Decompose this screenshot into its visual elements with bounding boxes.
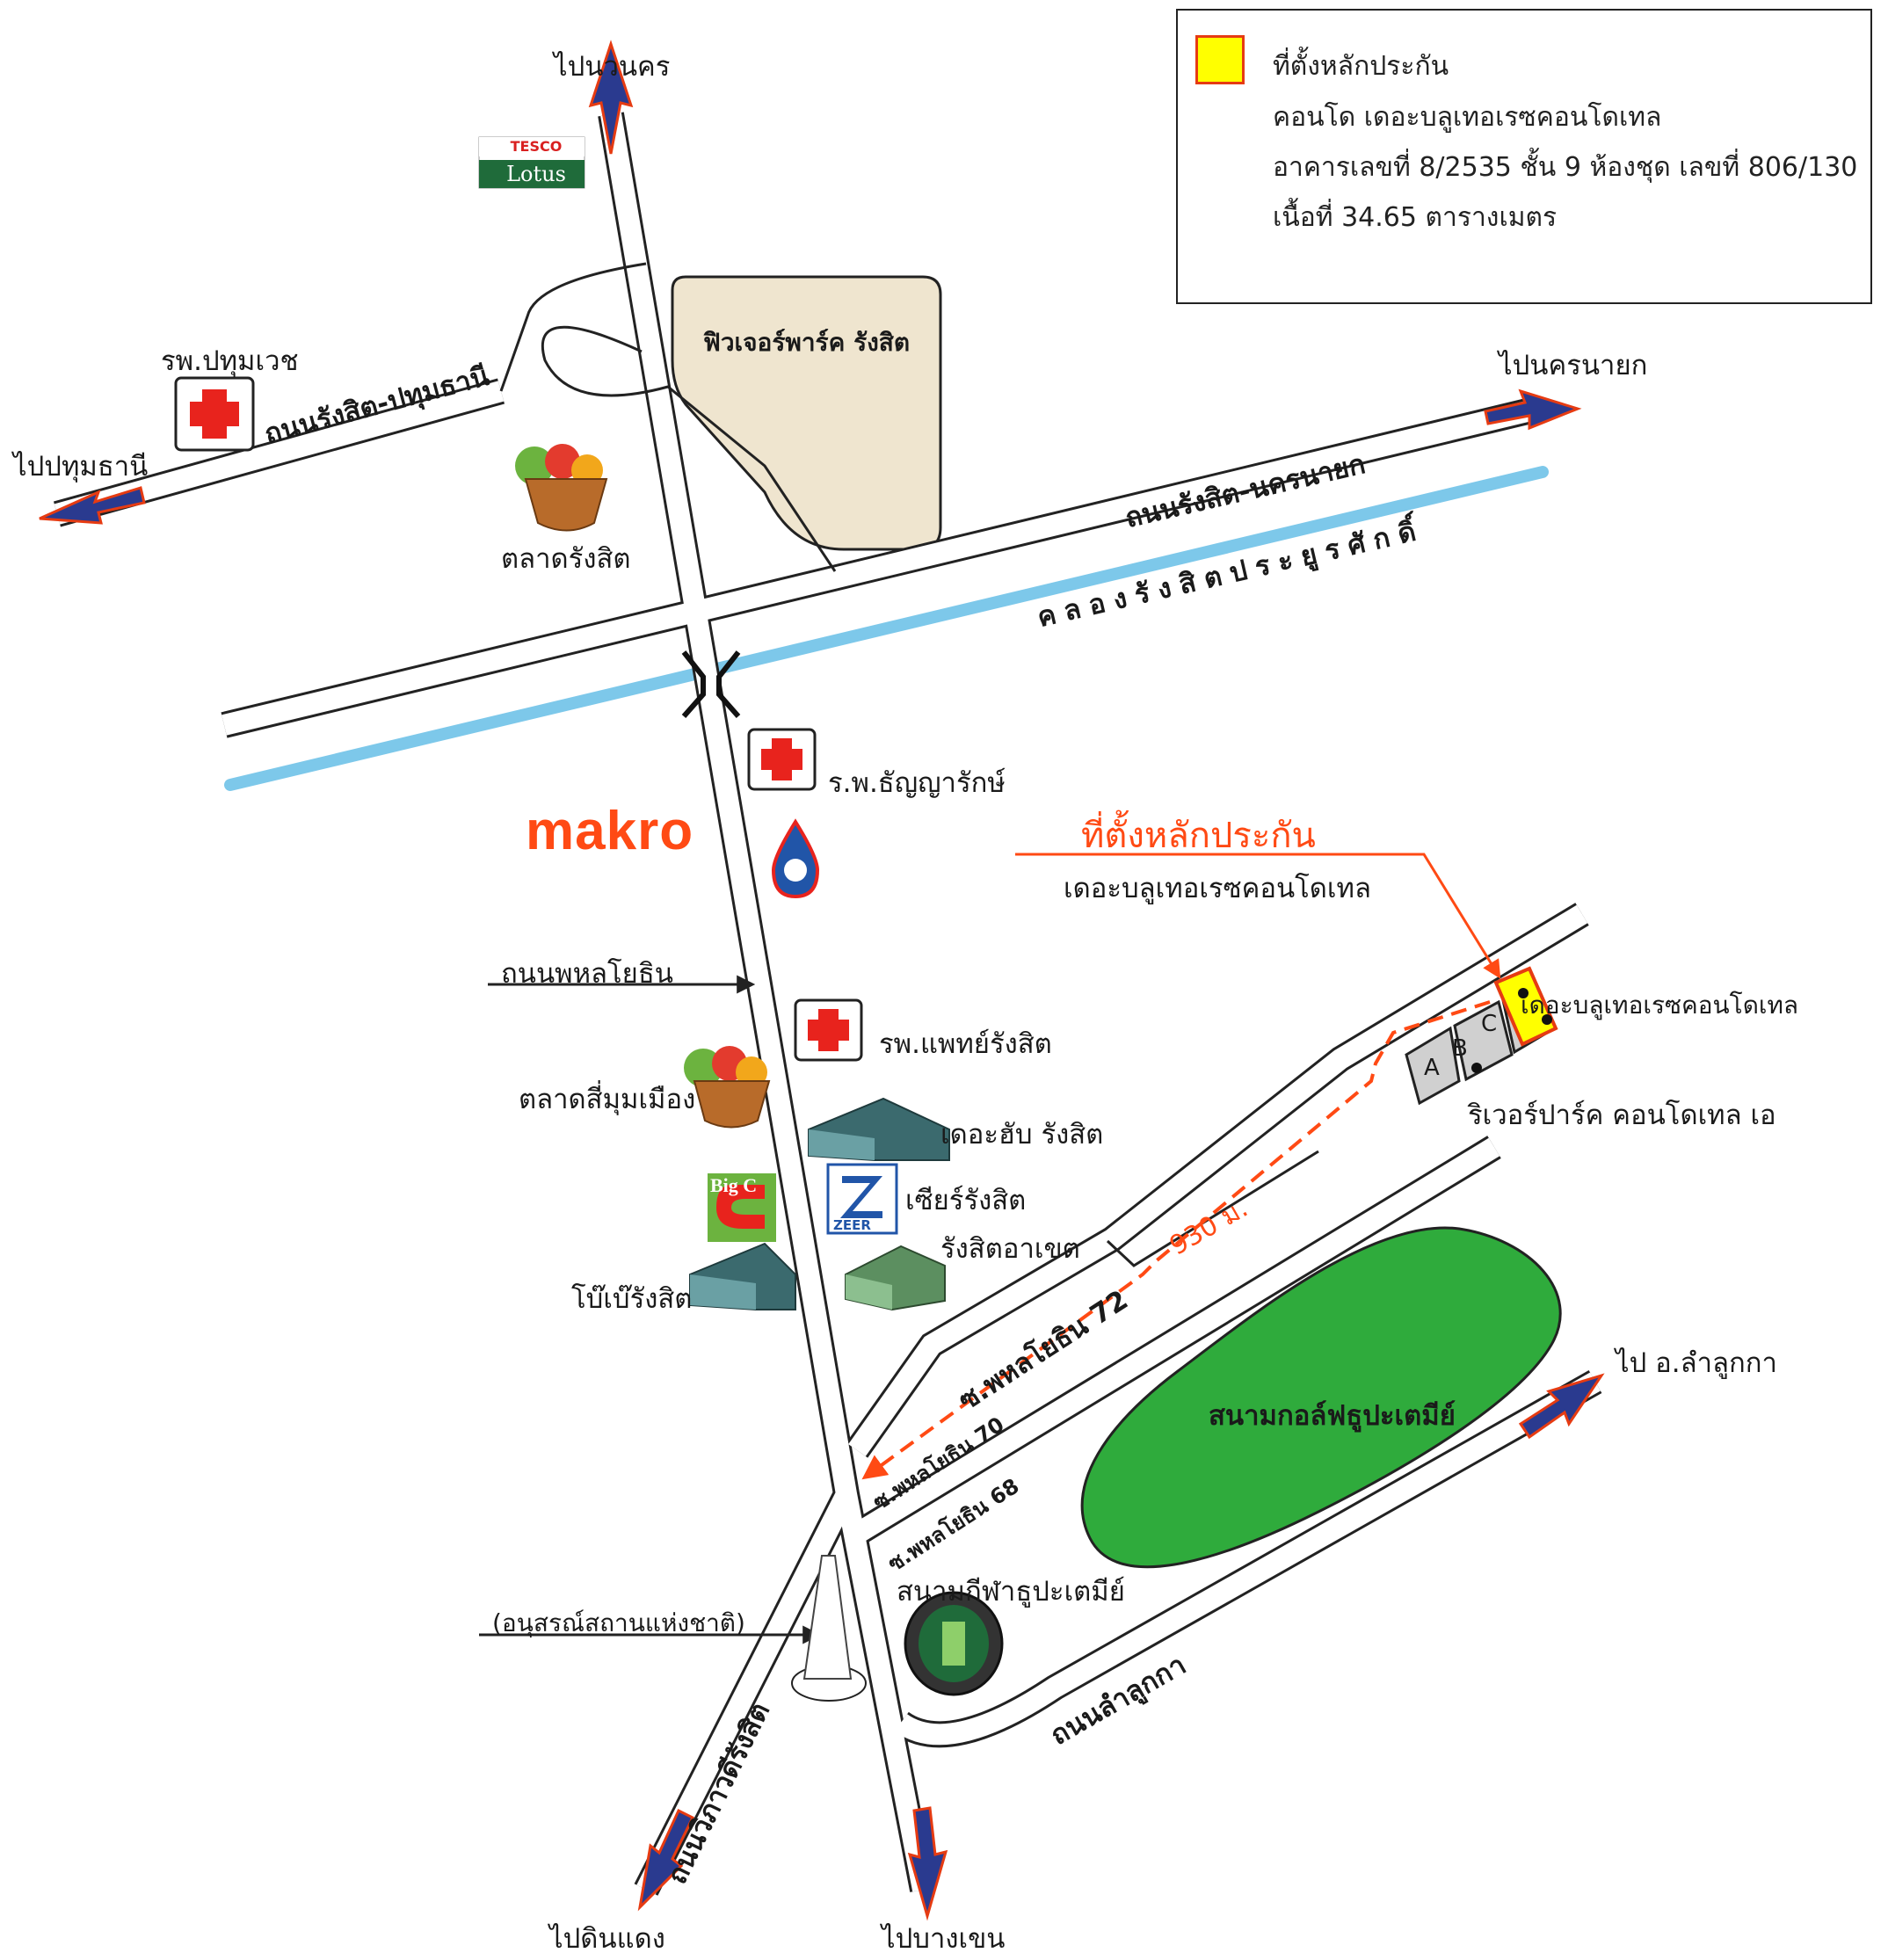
label-bobae: โบ๊เบ๊รังสิต <box>571 1283 693 1315</box>
monument-icon <box>791 1555 867 1702</box>
canal <box>224 466 1549 791</box>
label-to-dindaeng: ไปดินแดง <box>549 1923 665 1955</box>
market-icon-rangsit <box>515 444 608 532</box>
label-pathumwet: รพ.ปทุมเวช <box>161 345 299 377</box>
label-to-nakhonnayok: ไปนครนายก <box>1499 350 1648 381</box>
label-golf-course: สนามกอล์ฟธูปะเตมีย์ <box>1209 1400 1456 1432</box>
big-c-logo <box>708 1173 776 1242</box>
tesco-text: TESCO <box>510 138 563 155</box>
arrow-north-icon <box>588 40 634 155</box>
target-title: ที่ตั้งหลักประกัน <box>1081 816 1316 856</box>
hospital-icon-pathumwet <box>174 376 255 452</box>
label-building-a: A <box>1424 1055 1440 1081</box>
building-icon-arcade <box>845 1245 946 1311</box>
label-monument: (อนุสรณ์สถานแห่งชาติ) <box>492 1608 745 1637</box>
future-park-block <box>671 275 942 551</box>
tesco-lotus-logo <box>478 136 585 189</box>
label-stadium: สนามกีฬาธูปะเตมีย์ <box>897 1576 1125 1608</box>
label-the-hub: เดอะฮับ รังสิต <box>940 1119 1104 1151</box>
legend-swatch <box>1195 35 1245 84</box>
label-to-lamlukka: ไป อ.ลำลูกกา <box>1616 1347 1777 1379</box>
arrow-south-icon <box>907 1806 948 1921</box>
legend-name: คอนโด เดอะบลูเทอเรซคอนโดเทล <box>1273 102 1662 133</box>
legend-box: ที่ตั้งหลักประกัน คอนโด เดอะบลูเทอเรซคอน… <box>1176 9 1872 304</box>
bridge-icon <box>681 650 741 718</box>
arrow-southwest-icon <box>637 1808 695 1912</box>
label-building-b: B <box>1452 1035 1468 1062</box>
condo-buildings <box>1405 966 1558 1106</box>
label-future-park: ฟิวเจอร์พาร์ค รังสิต <box>703 328 911 357</box>
big-c-text: Big C <box>710 1174 758 1196</box>
label-to-bangkhen: ไปบางเขน <box>882 1923 1006 1955</box>
label-to-pathumthani: ไปปทุมธานี <box>13 451 149 483</box>
arrow-west-icon <box>39 486 146 525</box>
zeer-logo-text: ZEER <box>833 1217 871 1233</box>
roads <box>53 112 1602 1896</box>
legend-area: เนื้อที่ 34.65 ตารางเมตร <box>1273 202 1558 233</box>
route-dashed <box>861 1000 1491 1480</box>
label-to-nawanakorn: ไปนวนคร <box>554 51 671 83</box>
label-zeer: เซียร์รังสิต <box>905 1185 1027 1216</box>
market-icon-simummuang <box>684 1046 771 1129</box>
gas-station-icon <box>771 818 820 899</box>
golf-course <box>1080 1226 1562 1569</box>
target-building <box>1493 966 1558 1047</box>
target-subtitle: เดอะบลูเทอเรซคอนโดเทล <box>1064 873 1371 904</box>
stadium-icon <box>904 1591 1004 1696</box>
hospital-icon-phaet <box>794 998 863 1062</box>
label-rangsit-arcade: รังสิตอาเขต <box>940 1233 1080 1265</box>
label-thanyarak: ร.พ.ธัญญารักษ์ <box>828 767 1006 799</box>
makro-logo: makro <box>526 801 694 861</box>
label-building-c: C <box>1481 1011 1498 1037</box>
label-market-rangsit: ตลาดรังสิต <box>501 543 631 575</box>
legend-address: อาคารเลขที่ 8/2535 ชั้น 9 ห้องชุด เลขที่… <box>1273 152 1858 183</box>
road-label-phahonyothin: ถนนพหลโยธิน <box>501 958 673 990</box>
building-icon-hub <box>808 1097 950 1161</box>
label-market-simummuang: ตลาดสี่มุมเมือง <box>519 1084 696 1115</box>
legend-title: ที่ตั้งหลักประกัน <box>1273 51 1449 82</box>
hospital-icon-thanyarak <box>747 728 817 791</box>
building-icon-bobae <box>689 1242 796 1310</box>
label-riverpark: ริเวอร์ปาร์ค คอนโดเทล เอ <box>1468 1100 1776 1131</box>
arrow-east-icon <box>1484 388 1582 431</box>
direction-arrows <box>39 40 1605 1921</box>
arrow-southeast-icon <box>1518 1373 1605 1440</box>
lotus-text: Lotus <box>506 162 566 186</box>
label-blue-terrace: เดอะบลูเทอเรซคอนโดเทล <box>1521 991 1799 1020</box>
zeer-logo <box>826 1163 898 1235</box>
label-phaet-rangsit: รพ.แพทย์รังสิต <box>879 1028 1052 1060</box>
